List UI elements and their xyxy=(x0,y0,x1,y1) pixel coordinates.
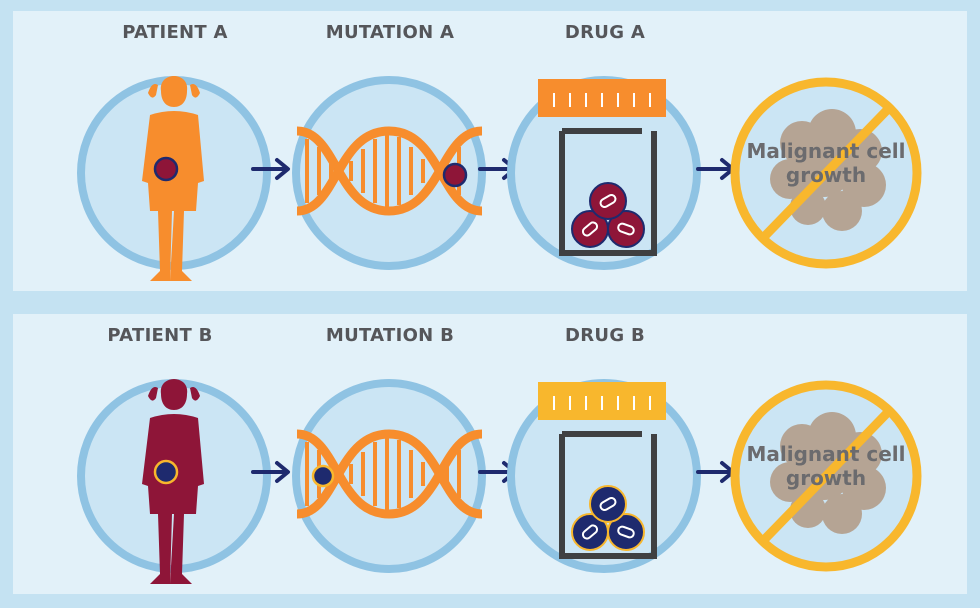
jar-lid-icon xyxy=(538,79,666,117)
patient-a-stage xyxy=(77,76,271,281)
no-sign-ring-icon xyxy=(730,77,922,269)
mutation-a-marker-icon xyxy=(442,162,468,188)
mutation-b-label: MUTATION B xyxy=(325,325,455,346)
arrow-icon xyxy=(251,158,290,180)
drug-a-stage xyxy=(507,76,701,270)
mutation-b-stage xyxy=(292,379,486,573)
outcome-a-text: Malignant cell growth xyxy=(721,139,931,187)
patient-b-label: PATIENT B xyxy=(107,325,213,346)
mutation-b-marker-icon xyxy=(311,464,335,488)
patient-b-figure-icon xyxy=(142,379,204,584)
outcome-b-text: Malignant cell growth xyxy=(721,442,931,490)
patient-a-label: PATIENT A xyxy=(122,22,228,43)
drug-b-stage xyxy=(507,379,701,573)
panel-patient-a: PATIENT A MUTATION A DRUG A xyxy=(13,11,967,291)
outcome-b-line2: growth xyxy=(785,466,867,490)
outcome-b-stage xyxy=(730,380,922,572)
drug-b-label: DRUG B xyxy=(565,325,645,346)
patient-a-figure-icon xyxy=(142,76,204,281)
dna-helix-icon xyxy=(296,429,483,519)
patient-b-stage xyxy=(77,379,271,584)
jar-body-icon xyxy=(559,431,657,559)
jar-lid-icon xyxy=(538,382,666,420)
no-sign-slash-icon xyxy=(758,103,894,243)
arrow-icon xyxy=(251,461,290,483)
patient-a-tumor-icon xyxy=(153,156,179,182)
cell-cluster-icon xyxy=(770,412,886,534)
mutation-a-stage xyxy=(292,76,486,270)
no-sign-ring-icon xyxy=(730,380,922,572)
patient-b-tumor-icon xyxy=(153,459,179,485)
cell-cluster-icon xyxy=(770,109,886,231)
mutation-a-label: MUTATION A xyxy=(325,22,455,43)
outcome-b-line1: Malignant cell xyxy=(746,442,906,466)
no-sign-slash-icon xyxy=(758,406,894,546)
outcome-a-line2: growth xyxy=(785,163,867,187)
drug-a-label: DRUG A xyxy=(564,22,646,43)
panel-patient-b: PATIENT B MUTATION B DRUG B xyxy=(13,314,967,594)
outcome-a-stage xyxy=(730,77,922,269)
pills-icon xyxy=(571,182,645,248)
outcome-a-line1: Malignant cell xyxy=(746,139,906,163)
jar-body-icon xyxy=(559,128,657,256)
pills-icon xyxy=(571,485,645,551)
